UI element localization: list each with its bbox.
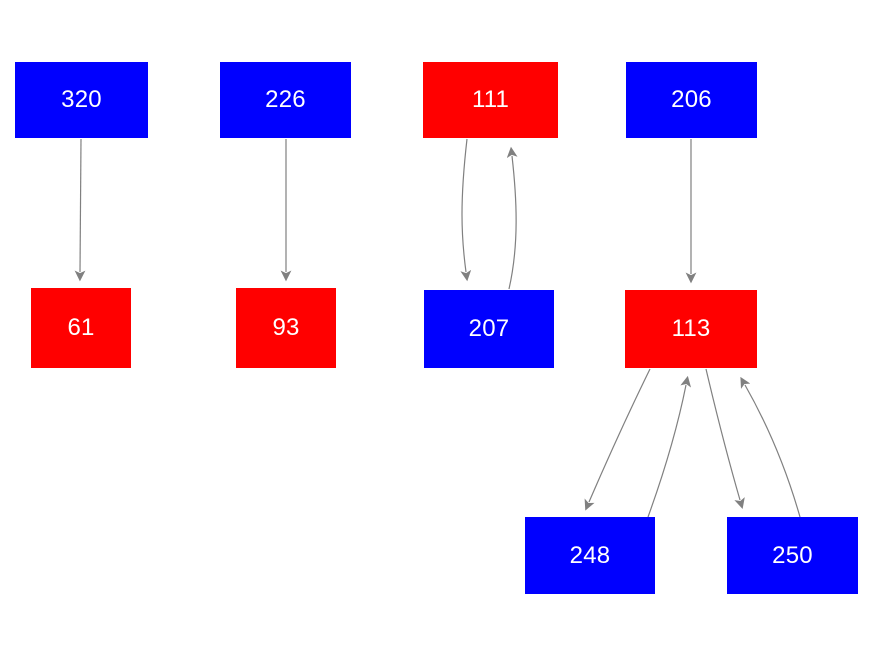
edge-113-to-250 bbox=[705, 368, 745, 509]
node-111[interactable]: 111 bbox=[423, 62, 558, 138]
edge-248-to-113 bbox=[647, 375, 692, 518]
node-label-320: 320 bbox=[61, 86, 102, 113]
node-248[interactable]: 248 bbox=[525, 517, 655, 594]
node-label-250: 250 bbox=[772, 541, 813, 569]
node-label-61: 61 bbox=[67, 314, 95, 341]
node-113[interactable]: 113 bbox=[625, 290, 757, 368]
edge-320-to-61 bbox=[74, 138, 86, 282]
node-label-113: 113 bbox=[671, 315, 711, 342]
node-label-111: 111 bbox=[471, 86, 510, 113]
node-93[interactable]: 93 bbox=[236, 288, 336, 368]
node-label-93: 93 bbox=[272, 314, 300, 341]
node-206[interactable]: 206 bbox=[626, 62, 757, 138]
node-320[interactable]: 320 bbox=[15, 62, 148, 138]
node-label-226: 226 bbox=[265, 86, 306, 113]
node-61[interactable]: 61 bbox=[31, 288, 131, 368]
edge-250-to-113 bbox=[740, 376, 801, 518]
node-250[interactable]: 250 bbox=[727, 517, 858, 594]
edge-207-to-111 bbox=[506, 146, 518, 290]
node-label-206: 206 bbox=[671, 86, 712, 113]
edge-111-to-207 bbox=[460, 138, 472, 282]
node-label-207: 207 bbox=[468, 315, 510, 342]
node-226[interactable]: 226 bbox=[220, 62, 351, 138]
edge-113-to-248 bbox=[584, 368, 651, 511]
node-label-248: 248 bbox=[569, 541, 611, 569]
node-207[interactable]: 207 bbox=[424, 290, 554, 368]
